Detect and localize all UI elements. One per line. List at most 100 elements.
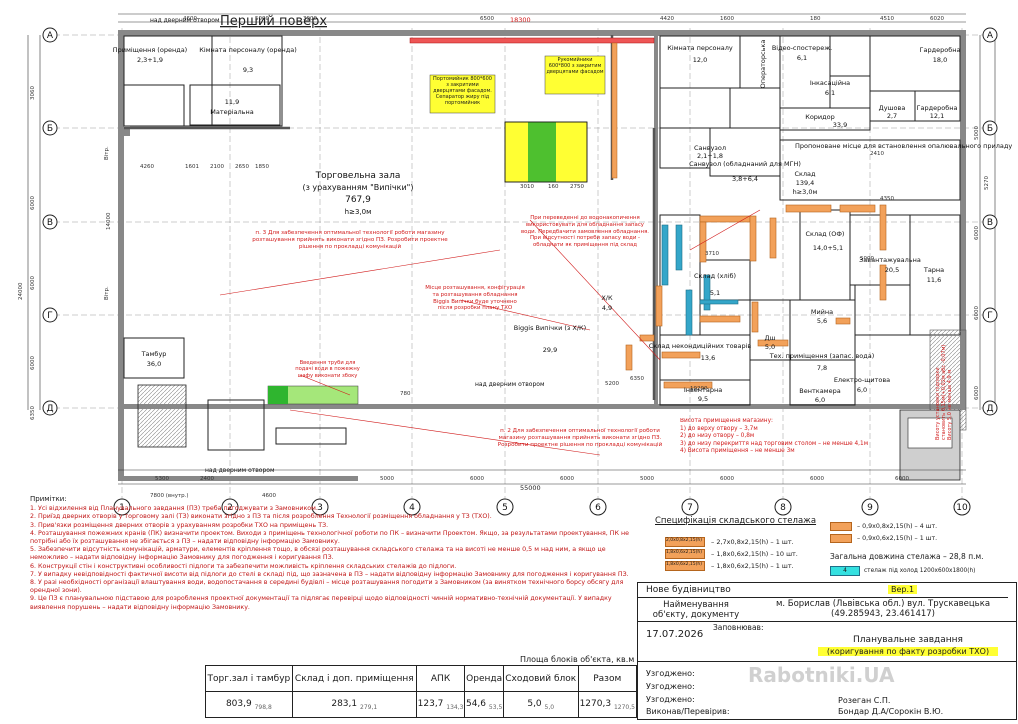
area-header-1: Торг.зал і тамбур (205, 665, 293, 692)
stamp-name-2: Бондар Д.А/Сорокін В.Ю. (838, 707, 944, 716)
xk-name: Х/К (601, 294, 613, 302)
axis-b-left: Б (47, 124, 53, 134)
koridor-area: 33,9 (833, 121, 847, 129)
area-value-3: 123,7 134,3 (415, 691, 466, 718)
area-value-1: 803,9 798,8 (205, 691, 293, 718)
svg-text:3710: 3710 (705, 251, 719, 257)
axis-1: 1 (119, 503, 125, 513)
sklad-ofi-area: 14,0+5,1 (813, 244, 843, 252)
stamp-name-1: Розеган С.П. (838, 696, 891, 705)
santuzel1-name: Санвузол (694, 144, 726, 152)
sales-hall-name: Торговельна зала (315, 171, 401, 181)
svg-text:6350: 6350 (30, 406, 36, 420)
spec-title: Специфікація складського стелажа (655, 516, 817, 526)
sklad-main-name: Склад (794, 170, 816, 178)
spec-row-3: – 1,8х0,6х2,15(h) – 1 шт. (711, 562, 794, 570)
inventarna-area: 9,5 (698, 395, 708, 403)
note-item-4: 4. Розташування пожежних кранів (ПК) виз… (30, 529, 629, 546)
material-name: Матеріальна (210, 108, 254, 116)
stamp-address: м. Борислав (Львівська обл.) вул. Труска… (775, 599, 991, 619)
koridor-name: Коридор (805, 113, 835, 121)
note-bigg: Місце розташування, конфігурація та розт… (425, 285, 525, 312)
spec-total: Загальна довжина стелажа – 28,8 п.м. (830, 552, 984, 561)
axis-v-left: В (47, 218, 53, 228)
propose-label: Пропоноване місце для встановлення опалю… (795, 142, 1012, 150)
spec-swatch-r1 (830, 521, 852, 531)
material-area: 11,9 (225, 98, 239, 106)
stamp-date: 17.07.2026 (646, 629, 704, 640)
svg-text:4510: 4510 (880, 16, 894, 22)
staff2-area: 12,0 (693, 56, 707, 64)
staff-name: Кімната персоналу (оренда) (199, 46, 297, 54)
inkasac-name: Інкасаційна (810, 79, 850, 87)
axis-v-right: В (987, 218, 993, 228)
svg-text:5000: 5000 (974, 126, 980, 140)
svg-text:6000: 6000 (470, 476, 484, 482)
svg-text:6000: 6000 (974, 386, 980, 400)
note-p2: п. 2 Для забезпечення оптимальної технол… (497, 428, 663, 448)
sklad-nekh-area: 13,6 (701, 354, 715, 362)
tambur-area: 36,0 (147, 360, 161, 368)
zavant-name: Завантажувальна (859, 256, 921, 264)
note-item-9: 9. Це ПЗ є планувальною підставою для ро… (30, 595, 612, 611)
svg-text:6000: 6000 (974, 306, 980, 320)
svg-text:4600: 4600 (262, 493, 276, 499)
svg-text:160: 160 (548, 184, 559, 190)
note-vent: Висоту установки підпорки становить 0,15… (935, 344, 953, 440)
door-bottom-label: над дверним отвором (205, 467, 274, 474)
area-value-2: 283,1 279,1 (291, 691, 417, 718)
svg-text:4600: 4600 (183, 16, 197, 22)
area-header-4: Оренда (464, 665, 504, 692)
axis-4: 4 (409, 503, 415, 513)
stamp-name-label: Найменування об'єкту, документу (652, 600, 740, 620)
title-stamp: Нове будівництво Вер.1 Найменування об'є… (637, 582, 1017, 720)
elektro-name: Електро-щитова (834, 376, 890, 384)
tekhprim-name: Тех. приміщення (запас. вода) (769, 352, 875, 360)
rukomyinyk-note: Рукомийники 600*800 з закритим дверцятам… (546, 57, 604, 75)
note-item-2: 2. Приїзд дверних отворів у торговому за… (30, 513, 492, 521)
area-value-6: 1270,3 1270,5 (577, 691, 638, 718)
elektro-area: 6,0 (857, 386, 867, 394)
harderobna-name: Гардеробна (920, 46, 961, 54)
stamp-type: Нове будівництво (646, 585, 731, 595)
axis-2: 2 (227, 503, 233, 513)
note-item-1: 1. Усі відхилення від Планувального завд… (30, 505, 318, 513)
vmmyna-name: Мийна (811, 308, 833, 316)
stamp-uzg-2: Узгоджено: (646, 682, 695, 691)
sklad-nekh-name: Склад некондиційних товарів (649, 342, 752, 350)
tarna-name: Тарна (923, 266, 944, 274)
santuzel2-name: Санвузол (обладнаний для МГН) (689, 160, 801, 168)
svg-text:4260: 4260 (140, 164, 154, 170)
svg-text:14000: 14000 (106, 212, 112, 230)
area-header-5: Сходовий блок (502, 665, 579, 692)
zavant-area: 20,5 (885, 266, 899, 274)
stamp-doc-sub: (коригування по факту розробки ТХО) (818, 647, 998, 656)
svg-text:5000: 5000 (255, 16, 269, 22)
svg-text:180: 180 (810, 16, 821, 22)
stamp-vykonav: Виконав/Перевірив: (646, 707, 730, 716)
dsh-name: Дш (764, 334, 775, 342)
axis-7: 7 (687, 503, 693, 513)
svg-text:1601: 1601 (185, 164, 199, 170)
stamp-uzg-3: Узгоджено: (646, 695, 695, 704)
watermark: Rabotniki.UA (748, 663, 895, 687)
svg-text:780: 780 (400, 391, 411, 397)
spec-swatch-r2 (830, 533, 852, 543)
portomyinyk-note: Портомийник 800*600 з закритими дверцята… (433, 76, 492, 106)
stamp-doc-title: Планувальне завдання (853, 635, 963, 645)
harderobna-area: 18,0 (933, 56, 947, 64)
svg-text:6500: 6500 (480, 16, 494, 22)
axis-g-right: Г (987, 311, 993, 321)
axis-10: 10 (956, 503, 968, 513)
spec-row-1: – 2,7х0,8х2,15(h) – 1 шт. (711, 538, 794, 546)
staff-area: 9,3 (243, 66, 253, 74)
axis-a-left: А (47, 31, 54, 41)
stamp-uzg-1: Узгоджено: (646, 669, 695, 678)
axis-6: 6 (595, 503, 601, 513)
note-item-8: 8. У разі необхідності організації влашт… (30, 579, 624, 595)
spec-code-1: 2,0х0,8х2,15(h) (665, 537, 705, 547)
svg-text:6000: 6000 (30, 276, 36, 290)
svg-text:6000: 6000 (560, 476, 574, 482)
svg-text:5000: 5000 (860, 256, 874, 262)
